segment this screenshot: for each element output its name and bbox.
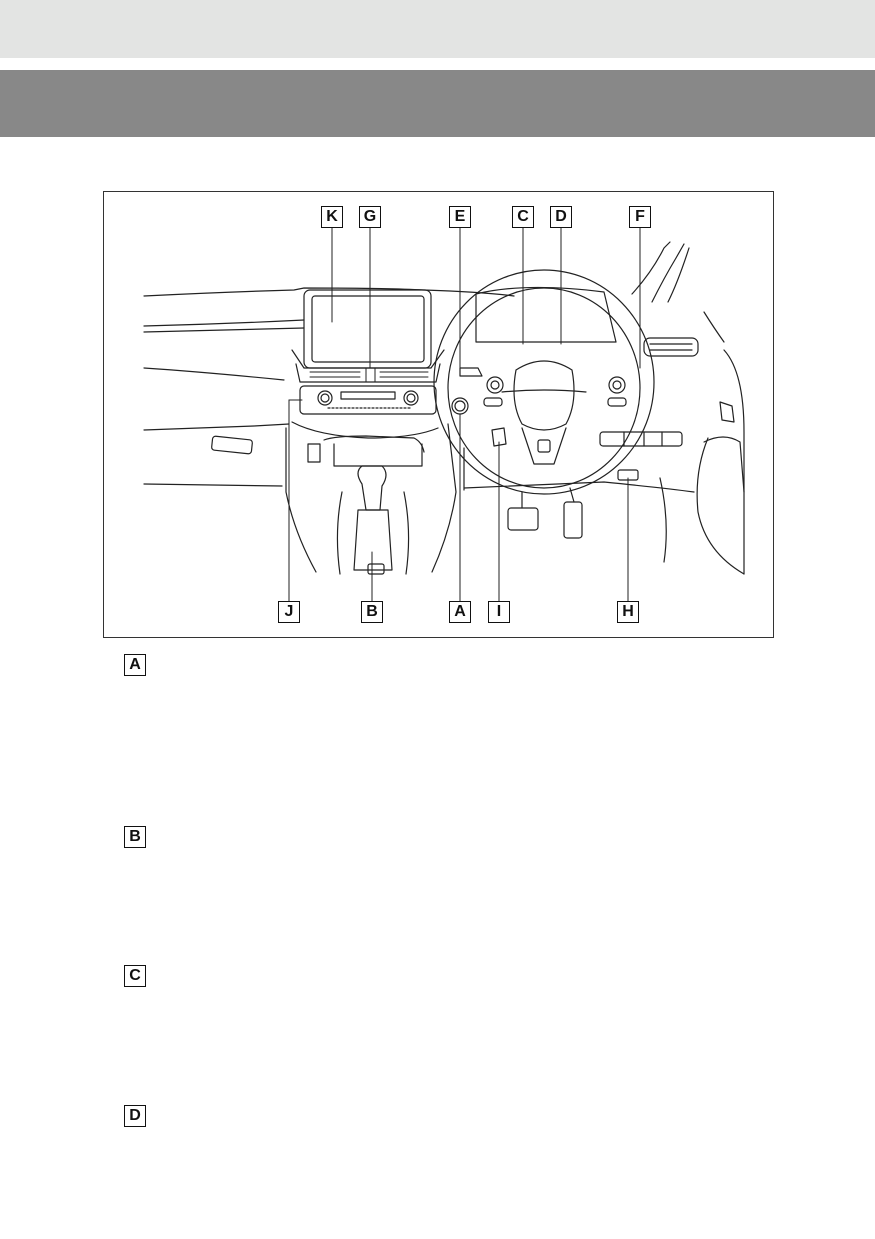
dash-top (143, 287, 515, 297)
shift-lever (357, 465, 387, 511)
steering-wheel (433, 269, 655, 495)
display-screen (303, 289, 432, 369)
callout-f: F (629, 206, 651, 228)
header-band (0, 70, 875, 137)
section-marker-b: B (124, 826, 146, 848)
callout-d: D (550, 206, 572, 228)
dashboard-illustration: K G E C D F J B A I H (103, 191, 774, 638)
callout-i: I (488, 601, 510, 623)
dashboard-drawing (143, 227, 745, 603)
callout-g: G (359, 206, 381, 228)
callout-e: E (449, 206, 471, 228)
callout-j: J (278, 601, 300, 623)
top-band (0, 0, 875, 58)
callout-a: A (449, 601, 471, 623)
section-marker-a: A (124, 654, 146, 676)
callout-h: H (617, 601, 639, 623)
brake-pedal (507, 507, 539, 531)
section-marker-c: C (124, 965, 146, 987)
accelerator-pedal (563, 501, 583, 539)
callout-c: C (512, 206, 534, 228)
section-marker-d: D (124, 1105, 146, 1127)
callout-k: K (321, 206, 343, 228)
engine-switch (451, 397, 469, 415)
callout-b: B (361, 601, 383, 623)
leader-lines (288, 227, 641, 603)
